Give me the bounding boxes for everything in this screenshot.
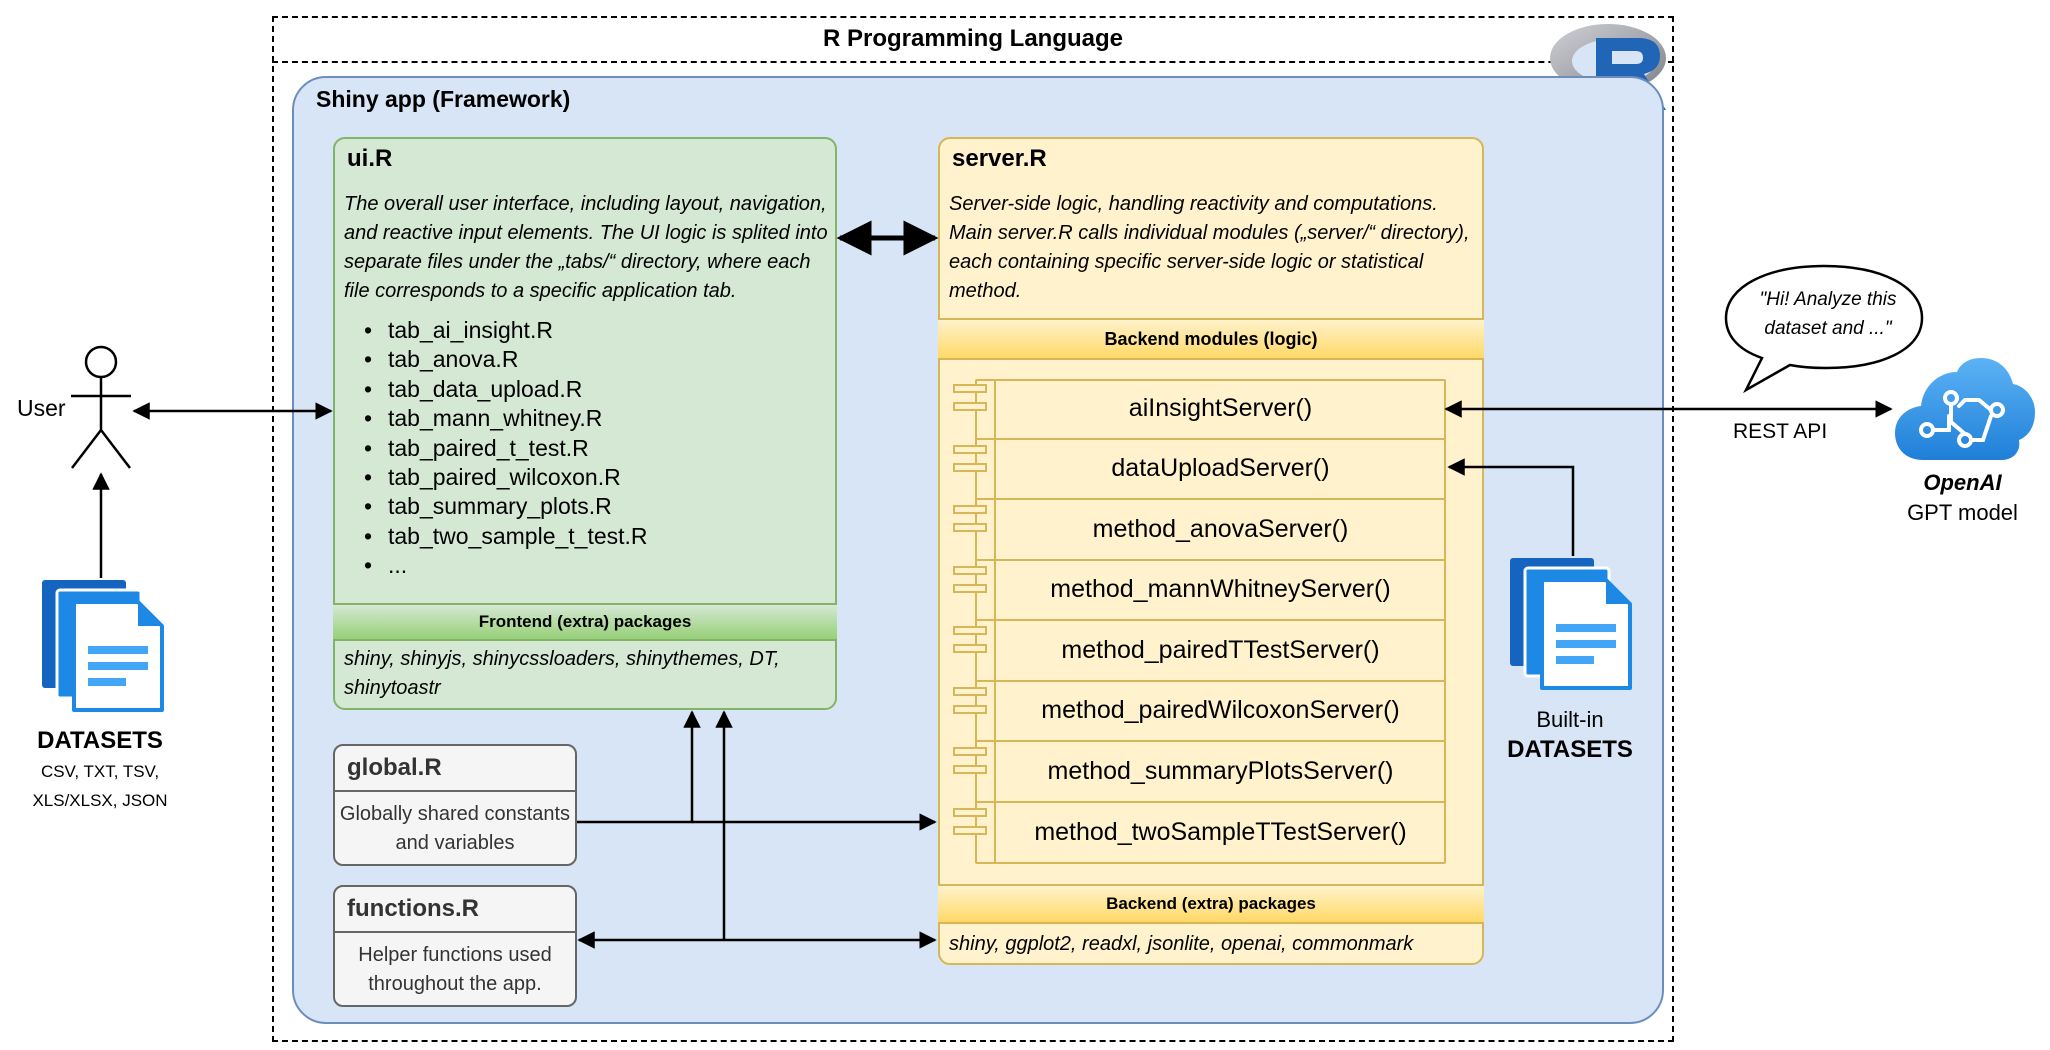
datasets-label: DATASETS CSV, TXT, TSV, XLS/XLSX, JSON: [10, 725, 190, 815]
module-row: method_twoSampleTTestServer(): [975, 803, 1446, 864]
module-name: dataUploadServer(): [1111, 454, 1330, 483]
openai-model: GPT model: [1907, 500, 2018, 525]
backend-packages-list: shiny, ggplot2, readxl, jsonlite, openai…: [949, 933, 1414, 955]
module-name: method_twoSampleTTestServer(): [1034, 818, 1407, 847]
component-tab: [953, 747, 987, 756]
ui-tab-file: ...: [344, 551, 648, 580]
global-r-box: [333, 744, 577, 866]
server-r-description: Server-side logic, handling reactivity a…: [949, 193, 1470, 302]
r-language-title-text: R Programming Language: [822, 24, 1124, 52]
builtin-datasets-label: Built-in DATASETS: [1480, 705, 1660, 765]
module-row: method_summaryPlotsServer(): [975, 742, 1446, 803]
builtin-dataset-files-icon: [1510, 558, 1632, 690]
module-row: method_pairedTTestServer(): [975, 621, 1446, 682]
component-tab: [953, 445, 987, 454]
ui-tab-file: tab_data_upload.R: [344, 375, 648, 404]
rest-api-label: REST API: [1733, 420, 1828, 443]
ui-r-description: The overall user interface, including la…: [344, 193, 828, 302]
module-row: dataUploadServer(): [975, 440, 1446, 500]
backend-packages-header: Backend (extra) packages: [938, 884, 1484, 924]
component-tab: [953, 705, 987, 714]
module-name: aiInsightServer(): [1128, 393, 1313, 422]
component-tab: [953, 566, 987, 575]
module-name: method_anovaServer(): [1092, 514, 1349, 543]
user-label: User: [17, 395, 66, 421]
component-tab: [953, 808, 987, 817]
component-tab: [953, 687, 987, 696]
ui-r-title: ui.R: [347, 145, 393, 172]
ui-tab-file: tab_mann_whitney.R: [344, 404, 648, 433]
stick-figure-icon: [71, 345, 131, 469]
component-tab: [953, 644, 987, 653]
r-language-title: R Programming Language: [272, 16, 1674, 63]
functions-r-box: [333, 885, 577, 1007]
datasets-formats-line2: XLS/XLSX, JSON: [32, 791, 168, 810]
backend-modules-component: [975, 379, 1446, 864]
component-tab: [953, 463, 987, 472]
dataset-files-icon: [42, 580, 164, 712]
ui-tab-file: tab_two_sample_t_test.R: [344, 522, 648, 551]
ui-tab-file: tab_anova.R: [344, 345, 648, 374]
backend-modules-header-text: Backend modules (logic): [1104, 328, 1318, 349]
builtin-datasets-line1: Built-in: [1536, 707, 1604, 732]
module-name: method_pairedTTestServer(): [1061, 635, 1380, 664]
shiny-app-title: Shiny app (Framework): [316, 86, 571, 112]
component-tab: [953, 523, 987, 532]
module-row: aiInsightServer(): [975, 379, 1446, 440]
openai-name: OpenAI: [1923, 470, 2002, 495]
cloud-network-icon: [1895, 358, 2035, 460]
component-tab: [953, 584, 987, 593]
component-rail: [953, 379, 996, 864]
ui-tab-file: tab_paired_t_test.R: [344, 434, 648, 463]
datasets-title: DATASETS: [37, 727, 163, 754]
builtin-datasets-line2: DATASETS: [1507, 736, 1633, 763]
component-tab: [953, 402, 987, 411]
ui-tab-file: tab_ai_insight.R: [344, 316, 648, 345]
component-tab: [953, 826, 987, 835]
frontend-packages-header-text: Frontend (extra) packages: [478, 612, 692, 631]
server-r-box: [938, 137, 1484, 965]
component-tab: [953, 626, 987, 635]
global-r-title: global.R: [347, 754, 442, 781]
component-tab: [953, 384, 987, 393]
frontend-packages-header: Frontend (extra) packages: [333, 603, 837, 641]
component-tab: [953, 505, 987, 514]
module-row: method_pairedWilcoxonServer(): [975, 682, 1446, 742]
openai-label: OpenAI GPT model: [1880, 468, 2045, 528]
ui-tab-file: tab_paired_wilcoxon.R: [344, 463, 648, 492]
global-r-description: Globally shared constants and variables: [339, 803, 571, 854]
backend-packages-header-text: Backend (extra) packages: [1106, 894, 1316, 913]
functions-r-description: Helper functions used throughout the app…: [358, 944, 552, 995]
module-name: method_pairedWilcoxonServer(): [1041, 696, 1400, 725]
backend-modules-header: Backend modules (logic): [938, 318, 1484, 360]
functions-r-title: functions.R: [347, 895, 479, 922]
speech-bubble-text: "Hi! Analyze this dataset and ...": [1759, 289, 1897, 339]
ui-tab-file: tab_summary_plots.R: [344, 492, 648, 521]
server-r-title: server.R: [952, 145, 1047, 172]
component-tab: [953, 765, 987, 774]
module-row: method_mannWhitneyServer(): [975, 561, 1446, 621]
module-row: method_anovaServer(): [975, 500, 1446, 561]
global-r-header: [333, 744, 577, 792]
frontend-packages-list: shiny, shinyjs, shinycssloaders, shinyth…: [344, 648, 780, 699]
datasets-formats-line1: CSV, TXT, TSV,: [40, 762, 160, 781]
r-language-container: [272, 16, 1674, 1042]
module-name: method_summaryPlotsServer(): [1047, 756, 1394, 785]
speech-bubble-icon: [1724, 264, 1924, 394]
module-name: method_mannWhitneyServer(): [1050, 575, 1391, 604]
ui-tab-file-list: tab_ai_insight.R tab_anova.R tab_data_up…: [344, 316, 648, 581]
functions-r-header: [333, 885, 577, 933]
